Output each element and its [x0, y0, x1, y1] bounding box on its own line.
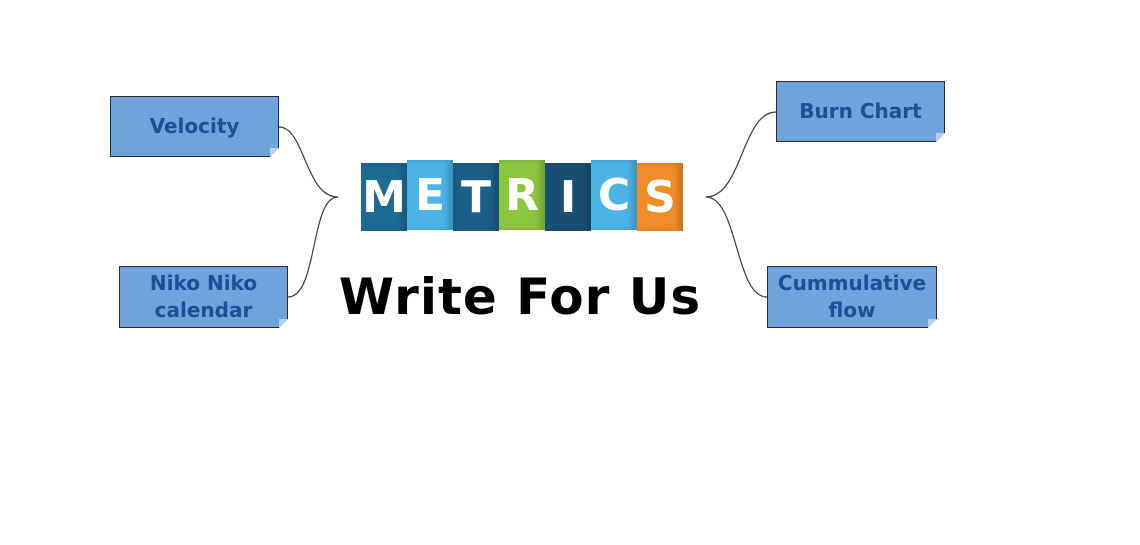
connector-niko-niko [287, 196, 339, 298]
note-fold-corner [928, 319, 937, 328]
headline-write-for-us: Write For Us [338, 268, 702, 326]
logo-tile: E [407, 160, 453, 230]
connector-velocity [278, 126, 339, 198]
note-fold-corner [936, 133, 945, 142]
logo-tile: S [637, 163, 683, 231]
logo-tile: C [591, 160, 637, 230]
logo-tile: I [545, 163, 591, 231]
node-niko-niko-calendar: Niko Niko calendar [119, 266, 288, 328]
node-burn-chart: Burn Chart [776, 81, 945, 142]
note-fold-corner [279, 319, 288, 328]
logo-tile: T [453, 163, 499, 231]
metrics-logo: M E T R I C S [361, 160, 683, 231]
logo-tile: M [361, 163, 407, 231]
node-cumulative-flow: Cummulative flow [767, 266, 937, 328]
logo-tile: R [499, 160, 545, 230]
connector-cumulative-flow [705, 196, 768, 298]
node-velocity: Velocity [110, 96, 279, 157]
connector-burn-chart [705, 111, 777, 198]
note-fold-corner [270, 148, 279, 157]
